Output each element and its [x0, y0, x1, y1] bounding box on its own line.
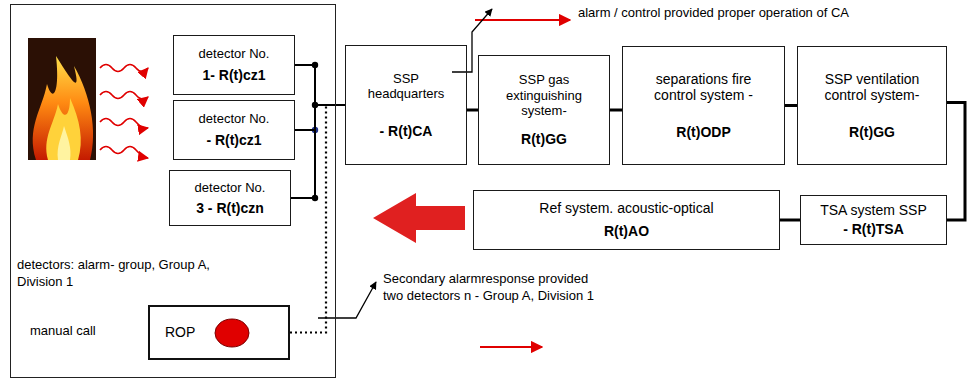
system-enclosure: detectors: alarm- group, Group A, Divisi…	[10, 4, 336, 378]
node-subtext: R(t)ODP	[676, 124, 730, 141]
process-box: TSA system SSP - R(t)TSA	[800, 195, 947, 245]
node-text: TSA system SSP	[820, 202, 927, 219]
connector-line	[610, 109, 622, 112]
node-subtext: manual call	[30, 322, 140, 339]
signal-arrow	[475, 19, 570, 21]
manual-call-box: ROP	[148, 305, 290, 360]
connector-line	[290, 105, 345, 333]
node-subtext: - R(t)TSA	[843, 221, 904, 238]
node-text: separations fire control system -	[634, 71, 774, 105]
process-box: Ref system. acoustic-opticalR(t)AO	[473, 190, 780, 250]
node-text: detector No.	[199, 46, 270, 62]
node-text: SSP ventilation control system-	[807, 71, 937, 105]
note-label: alarm / control provided proper operatio…	[578, 4, 966, 21]
node-subtext: - R(t)cz1	[206, 132, 261, 149]
process-box: SSP ventilation control system- R(t)GG	[797, 46, 947, 165]
process-box: SSP headquarters - R(t)CA	[345, 45, 467, 165]
connector-line	[291, 105, 345, 198]
node-subtext: - R(t)CA	[380, 123, 433, 140]
node-text: SSP gas extinguishing system-	[485, 72, 603, 119]
call-button	[215, 319, 249, 347]
node-subtext: R(t)GG	[849, 124, 895, 141]
node-subtext: R(t)GG	[521, 131, 567, 148]
connector-line	[295, 65, 345, 105]
connector-line	[785, 104, 797, 107]
detector-box: detector No. 1- R(t)cz1	[173, 35, 295, 95]
fire-illustration	[28, 38, 96, 160]
process-box: SSP gas extinguishing system- R(t)GG	[478, 55, 610, 165]
node-text: detector No.	[195, 180, 266, 196]
connector-line	[467, 109, 478, 112]
detector-box: detector No. 3 - R(t)czn	[169, 170, 291, 226]
node-subtext: 3 - R(t)czn	[196, 200, 264, 217]
leader-arrow	[452, 9, 492, 72]
connector-line	[295, 105, 345, 130]
note-label: Secondary alarmresponse provided two det…	[383, 270, 595, 304]
node-text: ROP	[165, 324, 195, 341]
node-text: SSP headquarters	[360, 71, 452, 102]
connector-line	[947, 103, 965, 221]
node-text: detectors: alarm- group, Group A, Divisi…	[17, 256, 237, 290]
signal-arrow	[480, 346, 542, 348]
connector-line	[780, 219, 800, 222]
node-subtext: R(t)AO	[604, 223, 649, 240]
heat-wave-arrows	[100, 65, 148, 159]
node-subtext: 1- R(t)cz1	[202, 67, 265, 84]
process-box: separations fire control system - R(t)ODP	[622, 46, 785, 165]
block-arrow	[373, 193, 465, 243]
detector-box: detector No. - R(t)cz1	[173, 100, 295, 160]
node-text: detector No.	[199, 111, 270, 127]
node-text: Ref system. acoustic-optical	[539, 200, 713, 217]
